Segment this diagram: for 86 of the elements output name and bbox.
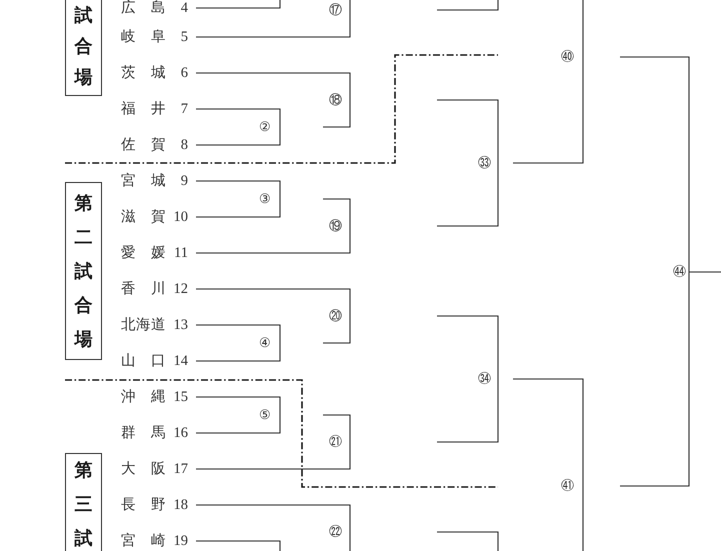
bracket-line	[349, 532, 351, 551]
match-number: ⑤	[259, 407, 271, 423]
bracket-line	[196, 396, 281, 415]
seed-number: 8	[180, 136, 188, 154]
bracket-line	[196, 108, 281, 127]
match-number: ②	[259, 119, 271, 135]
team-name: 宮崎	[121, 532, 166, 550]
venue-box	[65, 0, 102, 96]
match-number: ㉝	[478, 155, 491, 171]
bracket-line	[513, 57, 584, 164]
bracket-line	[196, 0, 281, 9]
bracket-line	[349, 0, 351, 10]
bracket-line	[196, 127, 281, 146]
team-name: 岐阜	[121, 28, 166, 46]
bracket-line	[582, 486, 584, 551]
bracket-line	[196, 288, 351, 316]
bracket-line	[196, 343, 281, 362]
venue-name: 第二試合場	[74, 192, 92, 352]
bracket-line	[689, 271, 721, 273]
seed-number: 15	[174, 388, 188, 406]
team-name: 福井	[121, 100, 166, 118]
bracket-line	[196, 324, 281, 343]
bracket-line	[620, 272, 690, 487]
bracket-line	[196, 199, 281, 218]
team-name: 宮城	[121, 172, 166, 190]
venue-box	[65, 182, 102, 360]
team-name: 長野	[121, 496, 166, 514]
bracket-line	[437, 163, 499, 227]
seed-number: 12	[174, 280, 188, 298]
bracket-line	[196, 10, 351, 38]
seed-number: 5	[180, 28, 188, 46]
team-name: 広島	[121, 0, 166, 17]
seed-number: 9	[180, 172, 188, 190]
team-name: 香川	[121, 280, 166, 298]
team-name: 山口	[121, 352, 166, 370]
bracket-line	[196, 72, 351, 100]
bracket-line	[620, 56, 690, 272]
seed-number: 4	[180, 0, 188, 17]
bracket-line	[196, 504, 351, 532]
match-number: ㊶	[561, 478, 574, 494]
bracket-line	[323, 100, 351, 128]
team-name: 北海道	[121, 316, 166, 334]
team-name: 滋賀	[121, 208, 166, 226]
bracket-line	[196, 415, 281, 434]
bracket-line	[196, 180, 281, 199]
seed-number: 6	[180, 64, 188, 82]
seed-number: 19	[174, 532, 188, 550]
seed-number: 16	[174, 424, 188, 442]
match-number: ㉒	[329, 524, 342, 540]
match-number: ㊹	[673, 264, 686, 280]
match-number: ③	[259, 191, 271, 207]
match-number: ㉑	[329, 434, 342, 450]
seed-number: 18	[174, 496, 188, 514]
match-number: ⑲	[329, 218, 342, 234]
venue-name: 第三試	[74, 459, 92, 551]
bracket-line	[437, 99, 499, 163]
bracket-line	[323, 414, 351, 442]
seed-number: 7	[180, 100, 188, 118]
seed-number: 13	[174, 316, 188, 334]
match-number: ⑱	[329, 92, 342, 108]
team-name: 大阪	[121, 460, 166, 478]
match-number: ④	[259, 335, 271, 351]
bracket-line	[582, 0, 584, 57]
bracket-line	[196, 442, 351, 470]
bracket-line	[196, 226, 351, 254]
match-number: ⑰	[329, 2, 342, 18]
bracket-line	[437, 315, 499, 379]
team-name: 群馬	[121, 424, 166, 442]
team-name: 愛媛	[121, 244, 166, 262]
team-name: 沖縄	[121, 388, 166, 406]
match-number: ㊵	[561, 49, 574, 65]
team-name: 茨城	[121, 64, 166, 82]
bracket-line	[513, 378, 584, 486]
match-number: ⑳	[329, 308, 342, 324]
bracket-line	[323, 198, 351, 226]
seed-number: 11	[174, 244, 188, 262]
seed-number: 17	[174, 460, 188, 478]
bracket-line	[196, 540, 281, 551]
seed-number: 10	[174, 208, 188, 226]
match-number: ㉞	[478, 371, 491, 387]
bracket-line	[323, 316, 351, 344]
team-name: 佐賀	[121, 136, 166, 154]
bracket-line	[437, 379, 499, 443]
seed-number: 14	[174, 352, 188, 370]
venue-box	[65, 453, 102, 551]
venue-name: 試合場	[74, 4, 92, 90]
